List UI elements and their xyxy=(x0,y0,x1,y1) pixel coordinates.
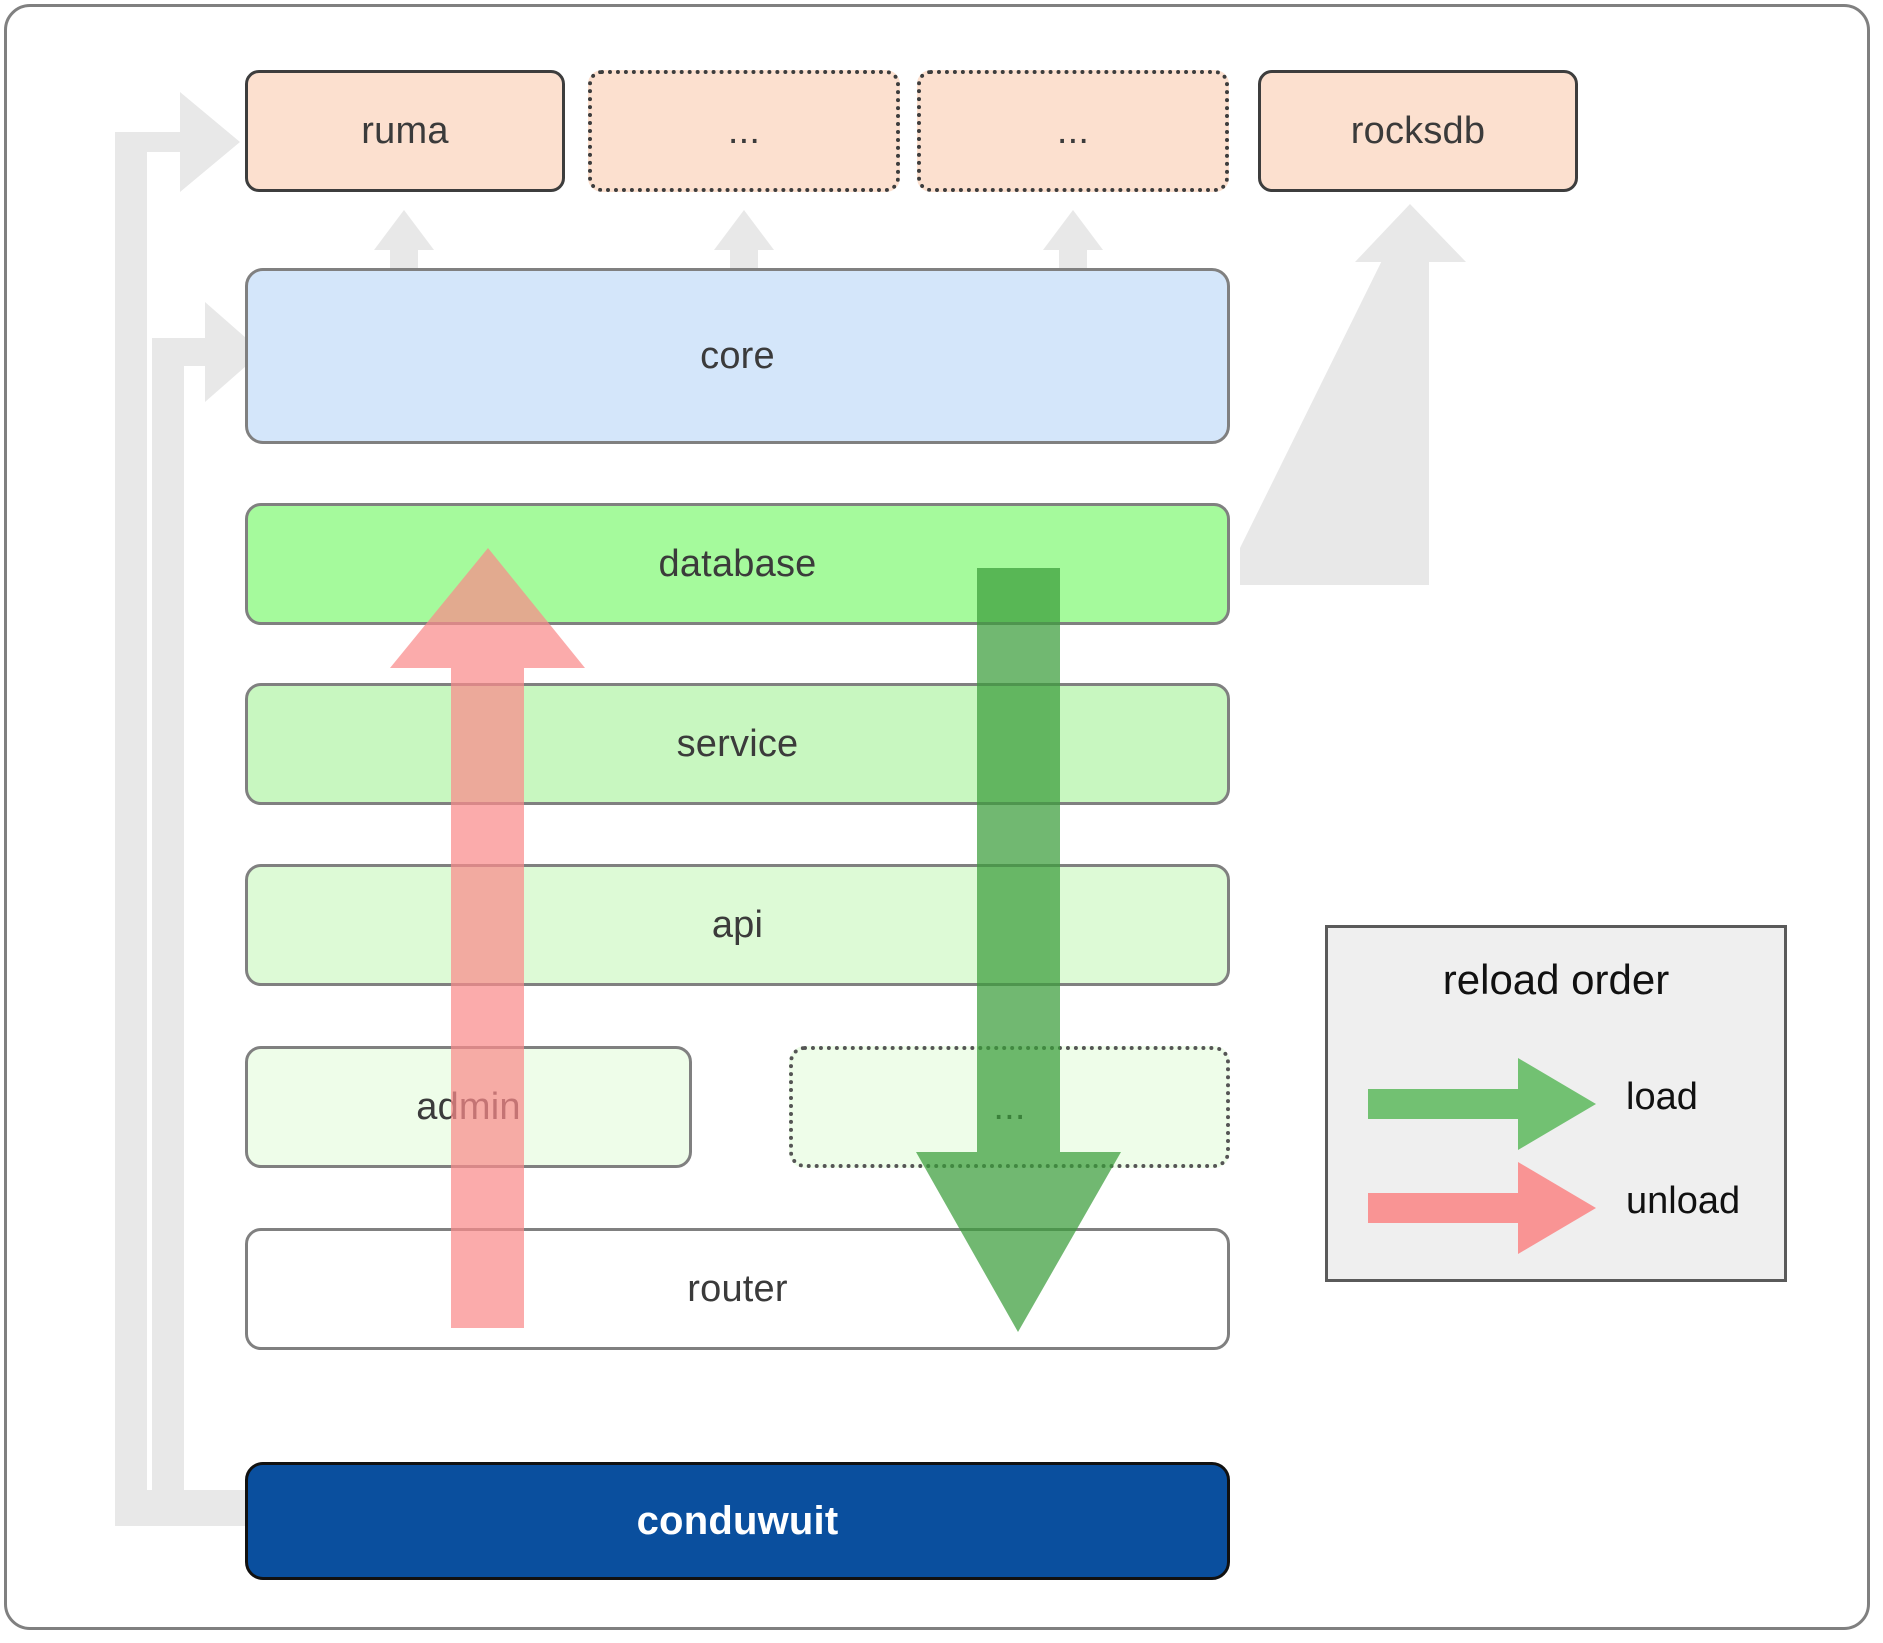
dependency-label: ruma xyxy=(361,109,449,152)
layer-core[interactable]: core xyxy=(245,268,1230,444)
layer-label: database xyxy=(658,542,817,585)
legend-panel: reload order load unload xyxy=(1325,925,1787,1282)
legend-title: reload order xyxy=(1442,956,1670,1003)
layer-router[interactable]: router xyxy=(245,1228,1230,1350)
layer-placeholder[interactable]: ... xyxy=(789,1046,1230,1168)
layer-admin[interactable]: admin xyxy=(245,1046,692,1168)
layer-label: admin xyxy=(416,1085,521,1128)
legend-label-load: load xyxy=(1626,1076,1698,1118)
legend-row-load: load xyxy=(1328,1056,1784,1152)
dependency-placeholder-2[interactable]: ... xyxy=(917,70,1229,192)
load-arrow-icon xyxy=(1368,1058,1596,1150)
layer-label: service xyxy=(676,722,799,765)
root-label: conduwuit xyxy=(636,1498,839,1543)
unload-arrow-icon xyxy=(1368,1162,1596,1254)
layer-service[interactable]: service xyxy=(245,683,1230,805)
dependency-rocksdb[interactable]: rocksdb xyxy=(1258,70,1578,192)
root-conduwuit[interactable]: conduwuit xyxy=(245,1462,1230,1580)
dependency-placeholder-1[interactable]: ... xyxy=(588,70,900,192)
legend-label-unload: unload xyxy=(1626,1180,1741,1222)
layer-label: core xyxy=(700,334,775,377)
layer-label: api xyxy=(711,903,764,946)
layer-database[interactable]: database xyxy=(245,503,1230,625)
dependency-label: ... xyxy=(1056,109,1090,152)
diagram-frame xyxy=(4,4,1870,1630)
layer-api[interactable]: api xyxy=(245,864,1230,986)
layer-label: ... xyxy=(993,1085,1026,1128)
dependency-label: ... xyxy=(727,109,761,152)
dependency-ruma[interactable]: ruma xyxy=(245,70,565,192)
legend-row-unload: unload xyxy=(1328,1160,1784,1256)
dependency-label: rocksdb xyxy=(1350,109,1486,152)
layer-label: router xyxy=(687,1267,788,1310)
